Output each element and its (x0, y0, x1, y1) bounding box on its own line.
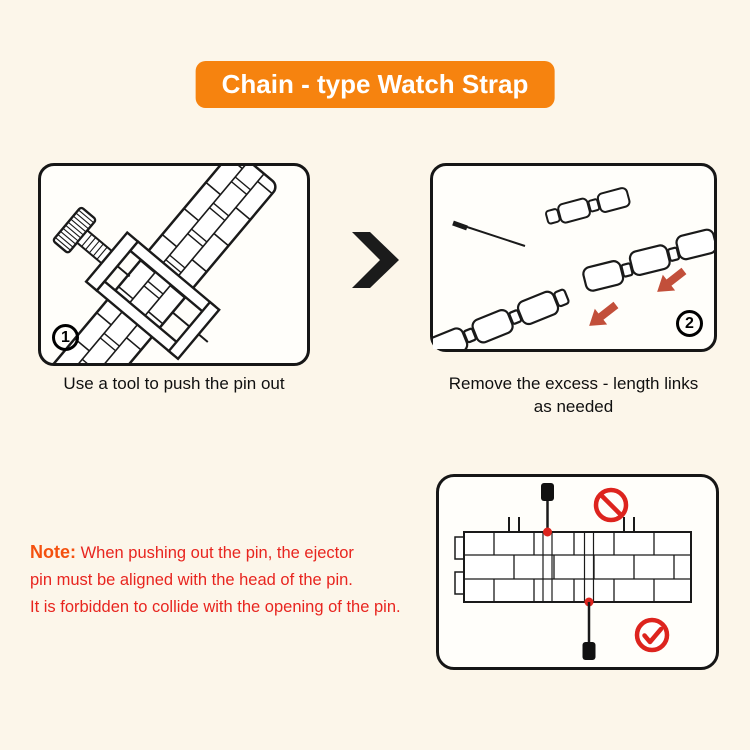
watch-band-links-illustration (433, 187, 714, 349)
note-line-1: When pushing out the pin, the ejector (76, 544, 354, 562)
link-remover-tool-illustration (43, 166, 277, 363)
red-arrow-icon (589, 301, 619, 326)
red-arrow-icon (657, 267, 687, 292)
band-segment-right (582, 228, 714, 292)
check-circle-icon (634, 617, 670, 653)
step-1-number: 1 (61, 328, 70, 346)
note-line-2: pin must be aligned with the head of the… (30, 571, 353, 590)
tool-clamp-frame (84, 230, 221, 361)
pin-alignment-panel (436, 474, 719, 670)
step-2-caption-line-1: Remove the excess - length links (448, 374, 699, 393)
step-1-caption: Use a tool to push the pin out (63, 374, 285, 393)
chevron-right-icon (352, 232, 399, 288)
step-2-number: 2 (685, 314, 694, 332)
band-cross-section (454, 517, 692, 603)
bottom-ejector-pin (582, 597, 596, 660)
pin-alignment-illustration (454, 483, 692, 660)
removed-links-piece (545, 187, 631, 225)
ejector-pin (452, 220, 526, 247)
step-2-badge: 2 (676, 310, 703, 337)
step-2-panel: 2 (430, 163, 717, 352)
step-1-badge: 1 (52, 324, 79, 351)
note-line-3: It is forbidden to collide with the open… (30, 597, 401, 616)
note-text: Note: When pushing out the pin, the ejec… (30, 538, 462, 621)
title-banner: Chain - type Watch Strap (195, 61, 555, 108)
alignment-dot (543, 527, 552, 537)
tool-threaded-shaft (75, 229, 114, 265)
step-2-caption-line-2: as needed (533, 396, 614, 416)
top-ejector-pin (541, 483, 554, 537)
note-label: Note: (30, 542, 76, 562)
step-1-panel: 1 (38, 163, 310, 366)
watch-band-and-tool (43, 166, 277, 363)
step-2-caption: Remove the excess - length links as need… (430, 373, 717, 419)
prohibition-icon (593, 487, 629, 523)
band-segment-left (433, 288, 570, 349)
page-title: Chain - type Watch Strap (221, 69, 529, 99)
